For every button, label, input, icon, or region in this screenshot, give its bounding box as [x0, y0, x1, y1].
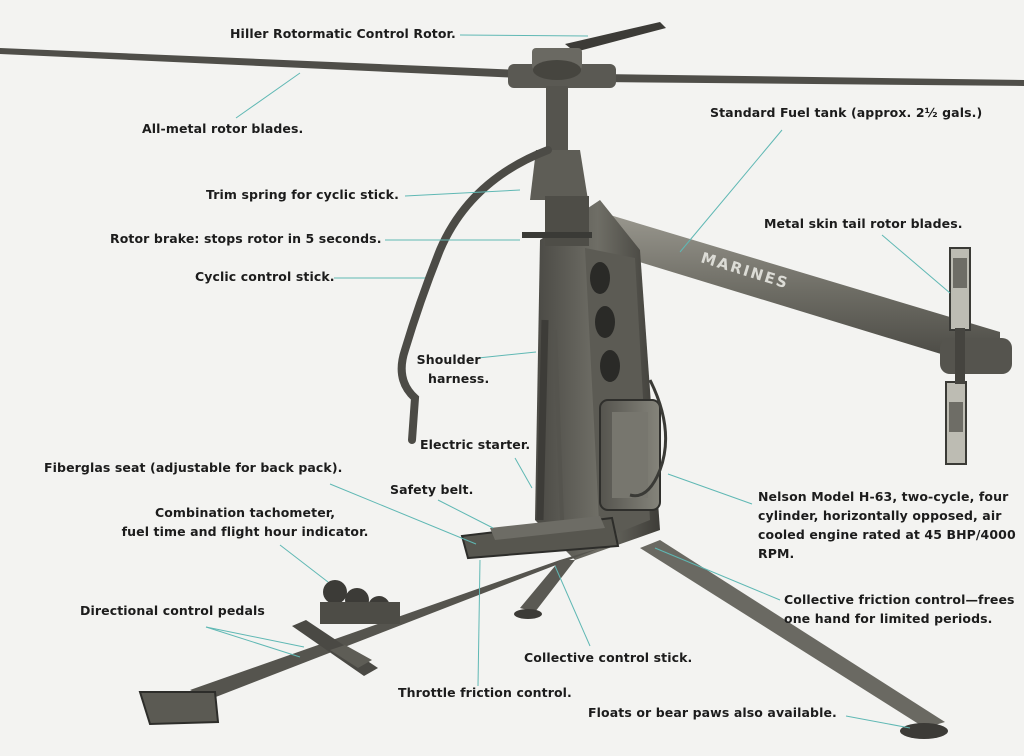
label-tachometer-line-1: Combination tachometer,: [154, 505, 336, 520]
cyclic-stick: [397, 146, 552, 444]
label-fuel-tank: Standard Fuel tank (approx. 2½ gals.): [710, 105, 983, 120]
label-fiberglas-seat: Fiberglas seat (adjustable for back pack…: [44, 460, 343, 475]
label-engine-line-2: cylinder, horizontally opposed, air: [758, 508, 1002, 523]
label-collective-friction: Collective friction control—frees one ha…: [784, 590, 1015, 628]
label-throttle-friction: Throttle friction control.: [398, 685, 572, 700]
label-collective-friction-line-1: Collective friction control—frees: [784, 592, 1015, 607]
label-tachometer-line-2: fuel time and flight hour indicator.: [121, 524, 369, 539]
label-directional-pedals: Directional control pedals: [80, 603, 265, 618]
instrument-cluster: [320, 580, 400, 624]
label-tachometer: Combination tachometer, fuel time and fl…: [110, 503, 380, 541]
label-collective-stick: Collective control stick.: [524, 650, 693, 665]
label-rotor-brake: Rotor brake: stops rotor in 5 seconds.: [110, 231, 382, 246]
main-rotor: [0, 22, 1024, 200]
directional-pedals: [292, 620, 378, 676]
label-rotor-blades: All-metal rotor blades.: [142, 121, 304, 136]
label-cyclic-stick: Cyclic control stick.: [195, 269, 335, 284]
label-trim-spring: Trim spring for cyclic stick.: [206, 187, 399, 202]
label-safety-belt: Safety belt.: [390, 482, 474, 497]
label-engine: Nelson Model H-63, two-cycle, four cylin…: [758, 487, 1022, 563]
tail-boom: [600, 212, 1012, 465]
label-engine-line-3: cooled engine rated at 45 BHP/4000: [758, 527, 1016, 542]
label-floats: Floats or bear paws also available.: [588, 705, 837, 720]
leader-lines: [205, 34, 951, 729]
label-electric-starter: Electric starter.: [420, 437, 531, 452]
label-collective-friction-line-2: one hand for limited periods.: [784, 611, 993, 626]
label-control-rotor: Hiller Rotormatic Control Rotor.: [230, 26, 456, 41]
label-tail-rotor: Metal skin tail rotor blades.: [764, 216, 963, 231]
seat: [460, 516, 620, 560]
label-engine-line-4: RPM.: [758, 546, 795, 561]
engine: [599, 379, 668, 511]
label-shoulder-harness-line-1: Shoulder: [416, 352, 481, 367]
label-engine-line-1: Nelson Model H-63, two-cycle, four: [758, 489, 1009, 504]
label-shoulder-harness-line-2: harness.: [428, 371, 490, 386]
label-shoulder-harness: Shoulder harness.: [408, 350, 490, 388]
